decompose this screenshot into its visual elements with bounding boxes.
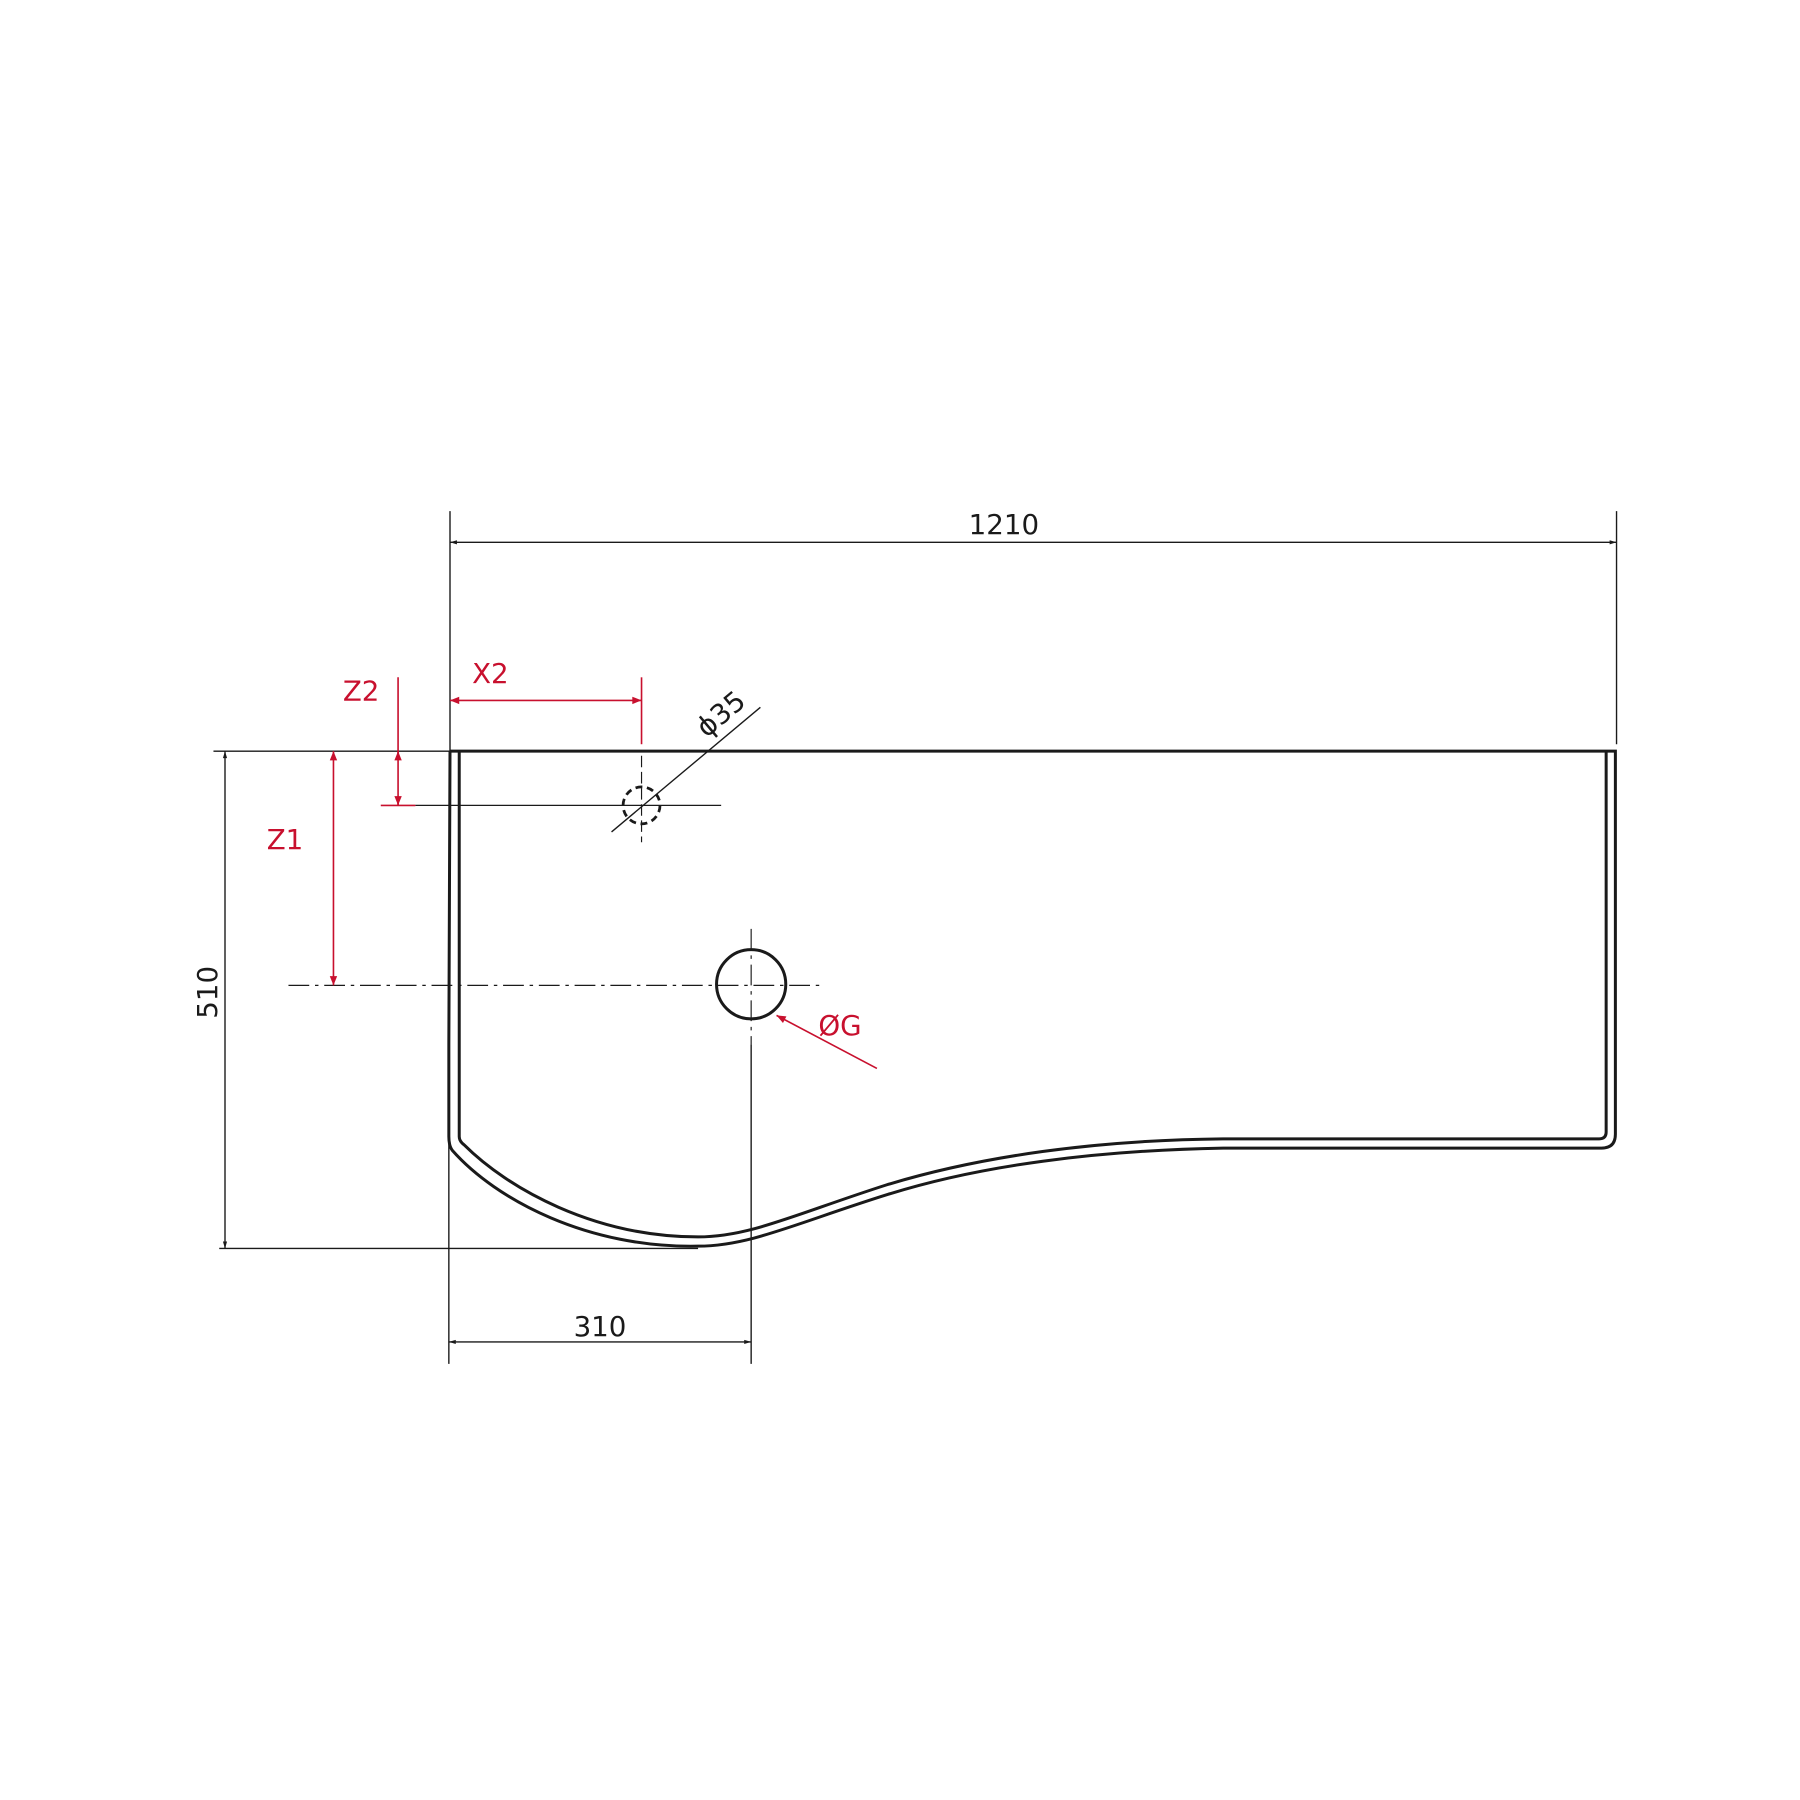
- tap-hole-label: ϕ35: [690, 684, 752, 744]
- tap-hole-leader: [611, 706, 761, 833]
- dimension-width-label: 1210: [969, 508, 1039, 541]
- basin-outline: [447, 749, 1617, 1248]
- dimension-drain-offset: [448, 1044, 752, 1364]
- drain-hole: [715, 948, 788, 1021]
- z2-label: Z2: [343, 674, 380, 707]
- dimension-depth-label: 510: [191, 966, 224, 1019]
- dimension-width: [449, 511, 1618, 752]
- tap-hole: [621, 785, 662, 826]
- dimension-drain-offset-label: 310: [574, 1310, 627, 1343]
- z1-label: Z1: [267, 823, 304, 856]
- variable-dimensions: [329, 677, 878, 1070]
- x2-label: X2: [472, 657, 509, 690]
- drain-diameter-label: ØG: [818, 1009, 861, 1042]
- centerlines: [288, 755, 820, 1045]
